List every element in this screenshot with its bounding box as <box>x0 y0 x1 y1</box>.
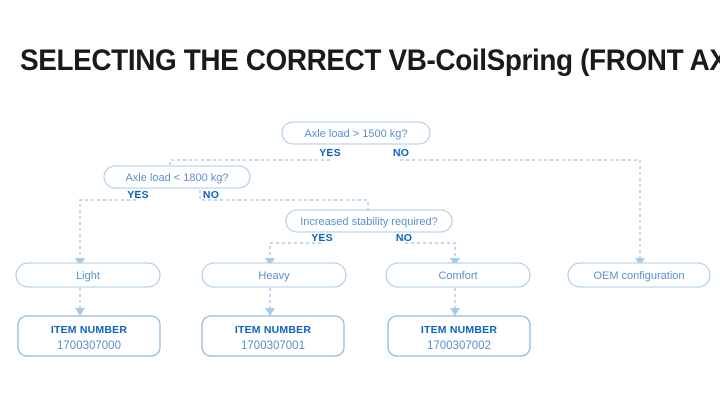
result-heavy-label: Heavy <box>258 270 290 282</box>
item-box-2-shape[interactable] <box>201 315 345 357</box>
connector-d2-yes <box>79 190 139 258</box>
connector-d2-no <box>199 190 369 210</box>
decision-d3-no-label: NO <box>396 232 412 244</box>
decision-node-d1[interactable]: Axle load > 1500 kg? YES NO <box>281 121 431 159</box>
item-box-3[interactable]: ITEM NUMBER 1700307002 <box>387 315 531 357</box>
result-node-oem[interactable]: OEM configuration <box>567 262 711 288</box>
item-box-3-shape[interactable] <box>387 315 531 357</box>
decision-d2-yes-label: YES <box>127 189 149 201</box>
connector-group <box>75 148 645 316</box>
decision-d1-no-label: NO <box>393 147 409 159</box>
item-box-3-caption: ITEM NUMBER <box>421 324 497 336</box>
result-node-light[interactable]: Light <box>15 262 161 288</box>
decision-d3-shape[interactable] <box>285 209 453 233</box>
item-box-1-shape[interactable] <box>17 315 161 357</box>
arrowhead-d3-no <box>450 258 460 266</box>
result-node-comfort[interactable]: Comfort <box>385 262 531 288</box>
decision-d2-question: Axle load < 1800 kg? <box>125 172 228 184</box>
decision-d3-question: Increased stability required? <box>300 216 438 228</box>
decision-d1-yes-label: YES <box>319 147 341 159</box>
arrowhead-d3-yes <box>265 258 275 266</box>
decision-d1-shape[interactable] <box>281 121 431 145</box>
page-title: SELECTING THE CORRECT VB-CoilSpring (FRO… <box>20 44 720 77</box>
result-light-label: Light <box>76 270 100 282</box>
decision-d2-shape[interactable] <box>103 165 251 189</box>
item-box-1-number: 1700307000 <box>57 340 121 352</box>
decision-node-d2[interactable]: Axle load < 1800 kg? YES NO <box>103 165 251 201</box>
item-box-2[interactable]: ITEM NUMBER 1700307001 <box>201 315 345 357</box>
item-box-1-caption: ITEM NUMBER <box>51 324 127 336</box>
result-comfort-label: Comfort <box>438 270 477 282</box>
arrowhead-comfort-item <box>450 308 460 316</box>
connector-d1-yes <box>169 148 331 172</box>
decision-d1-question: Axle load > 1500 kg? <box>304 128 407 140</box>
result-oem-label: OEM configuration <box>593 270 684 282</box>
decision-d2-no-label: NO <box>203 189 219 201</box>
result-light-shape[interactable] <box>15 262 161 288</box>
decision-node-d3[interactable]: Increased stability required? YES NO <box>285 209 453 244</box>
item-box-2-caption: ITEM NUMBER <box>235 324 311 336</box>
result-comfort-shape[interactable] <box>385 262 531 288</box>
arrowhead-d1-no <box>635 258 645 266</box>
item-box-2-number: 1700307001 <box>241 340 305 352</box>
result-node-heavy[interactable]: Heavy <box>201 262 347 288</box>
arrowhead-light-item <box>75 308 85 316</box>
arrowhead-heavy-item <box>265 308 275 316</box>
decision-d3-yes-label: YES <box>311 232 333 244</box>
result-heavy-shape[interactable] <box>201 262 347 288</box>
item-box-3-number: 1700307002 <box>427 340 491 352</box>
connector-d1-no <box>399 148 641 258</box>
connector-d3-no <box>403 238 456 258</box>
result-oem-shape[interactable] <box>567 262 711 288</box>
arrowhead-d2-yes <box>75 258 85 266</box>
connector-d3-yes <box>269 238 323 258</box>
item-box-1[interactable]: ITEM NUMBER 1700307000 <box>17 315 161 357</box>
